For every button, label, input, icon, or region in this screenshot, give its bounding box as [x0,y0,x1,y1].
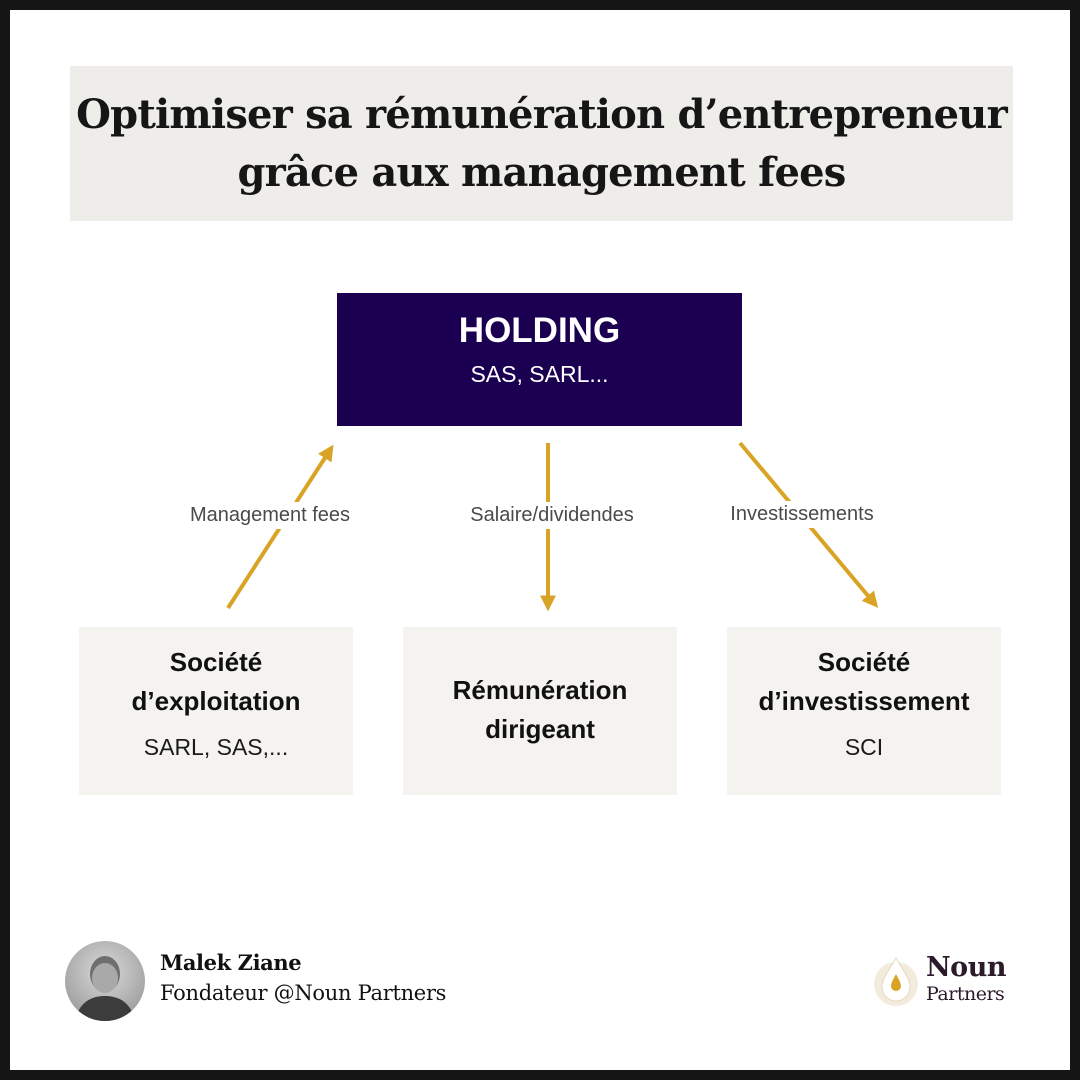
author-name: Malek Ziane [160,950,302,975]
drop-logo-icon [874,956,918,1006]
logo-name-line-2: Partners [926,983,1005,1005]
page-title-line-2: grâce aux management fees [237,148,846,196]
card-societe-investissement: Société d’investissement SCI [727,627,1001,795]
page: Optimiser sa rémunération d’entrepreneur… [10,10,1070,1070]
arrow-management-fees [226,444,334,610]
title-banner: Optimiser sa rémunération d’entrepreneur… [70,66,1013,221]
page-title-line-1: Optimiser sa rémunération d’entrepreneur [76,90,1008,138]
card-societe-exploitation: Société d’exploitation SARL, SAS,... [79,627,353,795]
flow-label-management-fees: Management fees [185,502,355,529]
card-title-line-1: Société [169,647,263,677]
logo-name-line-1: Noun [926,952,1006,983]
avatar [65,941,145,1021]
logo: Noun Partners [870,948,1020,1008]
card-title-line-1: Rémunération [452,675,628,705]
card-remuneration-dirigeant: Rémunération dirigeant [403,627,677,795]
card-title-line-2: d’investissement [758,686,970,716]
card-subtitle: SARL, SAS,... [143,734,289,760]
flow-label-salaire-dividendes: Salaire/dividendes [466,502,638,529]
flow-label-investissements: Investissements [726,501,878,528]
card-subtitle: SCI [844,734,884,760]
card-title-line-2: dirigeant [485,714,595,744]
person-icon [75,956,135,1021]
card-title-line-2: d’exploitation [131,686,301,716]
flow-arrows [226,441,879,612]
card-title-line-1: Société [817,647,911,677]
holding-subtitle: SAS, SARL... [470,361,609,387]
holding-title: HOLDING [458,311,621,350]
holding-box: HOLDING SAS, SARL... [337,293,742,426]
author-role: Fondateur @Noun Partners [160,981,447,1005]
